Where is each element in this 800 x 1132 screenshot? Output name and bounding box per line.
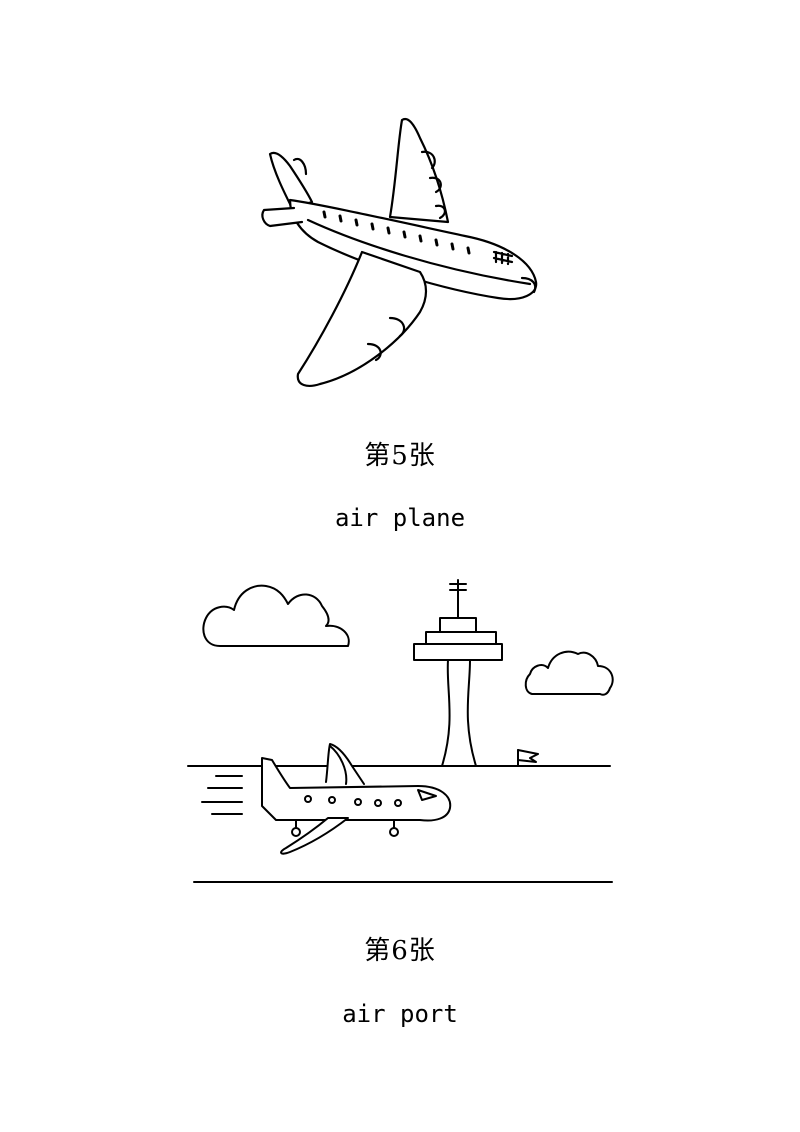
airplane-front-wing bbox=[298, 252, 426, 386]
airplane-back-engine bbox=[422, 152, 445, 218]
jet-landing-gear bbox=[292, 820, 398, 836]
cloud-left bbox=[203, 586, 348, 646]
airplane-tail-tip bbox=[294, 159, 306, 174]
speed-lines bbox=[202, 776, 242, 814]
cloud-right bbox=[526, 652, 613, 695]
jet-fuselage bbox=[262, 758, 450, 821]
airplane-cockpit bbox=[494, 252, 512, 264]
airplane-tailplane bbox=[262, 208, 302, 226]
airport-illustration bbox=[180, 570, 625, 892]
airplane-front-engine bbox=[368, 318, 404, 360]
jet-bottom-wing bbox=[281, 818, 348, 854]
control-tower bbox=[414, 580, 502, 766]
airplane-windows bbox=[324, 212, 469, 253]
card-5-number-label: 第5张 bbox=[364, 441, 436, 471]
card-6-number-label: 第6张 bbox=[364, 936, 436, 966]
windsock bbox=[518, 750, 538, 766]
jet-cockpit bbox=[418, 790, 436, 800]
airplane-illustration bbox=[250, 112, 550, 397]
airplane-nose bbox=[522, 278, 535, 292]
airplane-stripe bbox=[308, 220, 530, 284]
airplane-tail-fin bbox=[270, 153, 312, 208]
jet-airplane bbox=[262, 744, 450, 854]
jet-top-wing bbox=[326, 744, 364, 784]
airport-scene-icon bbox=[188, 580, 613, 882]
airplane-icon bbox=[262, 119, 536, 386]
card-6-word-label: air port bbox=[342, 1000, 458, 1028]
jet-windows bbox=[305, 796, 401, 806]
card-5-word-label: air plane bbox=[334, 504, 466, 532]
jet-top-wing-edge bbox=[330, 746, 346, 784]
